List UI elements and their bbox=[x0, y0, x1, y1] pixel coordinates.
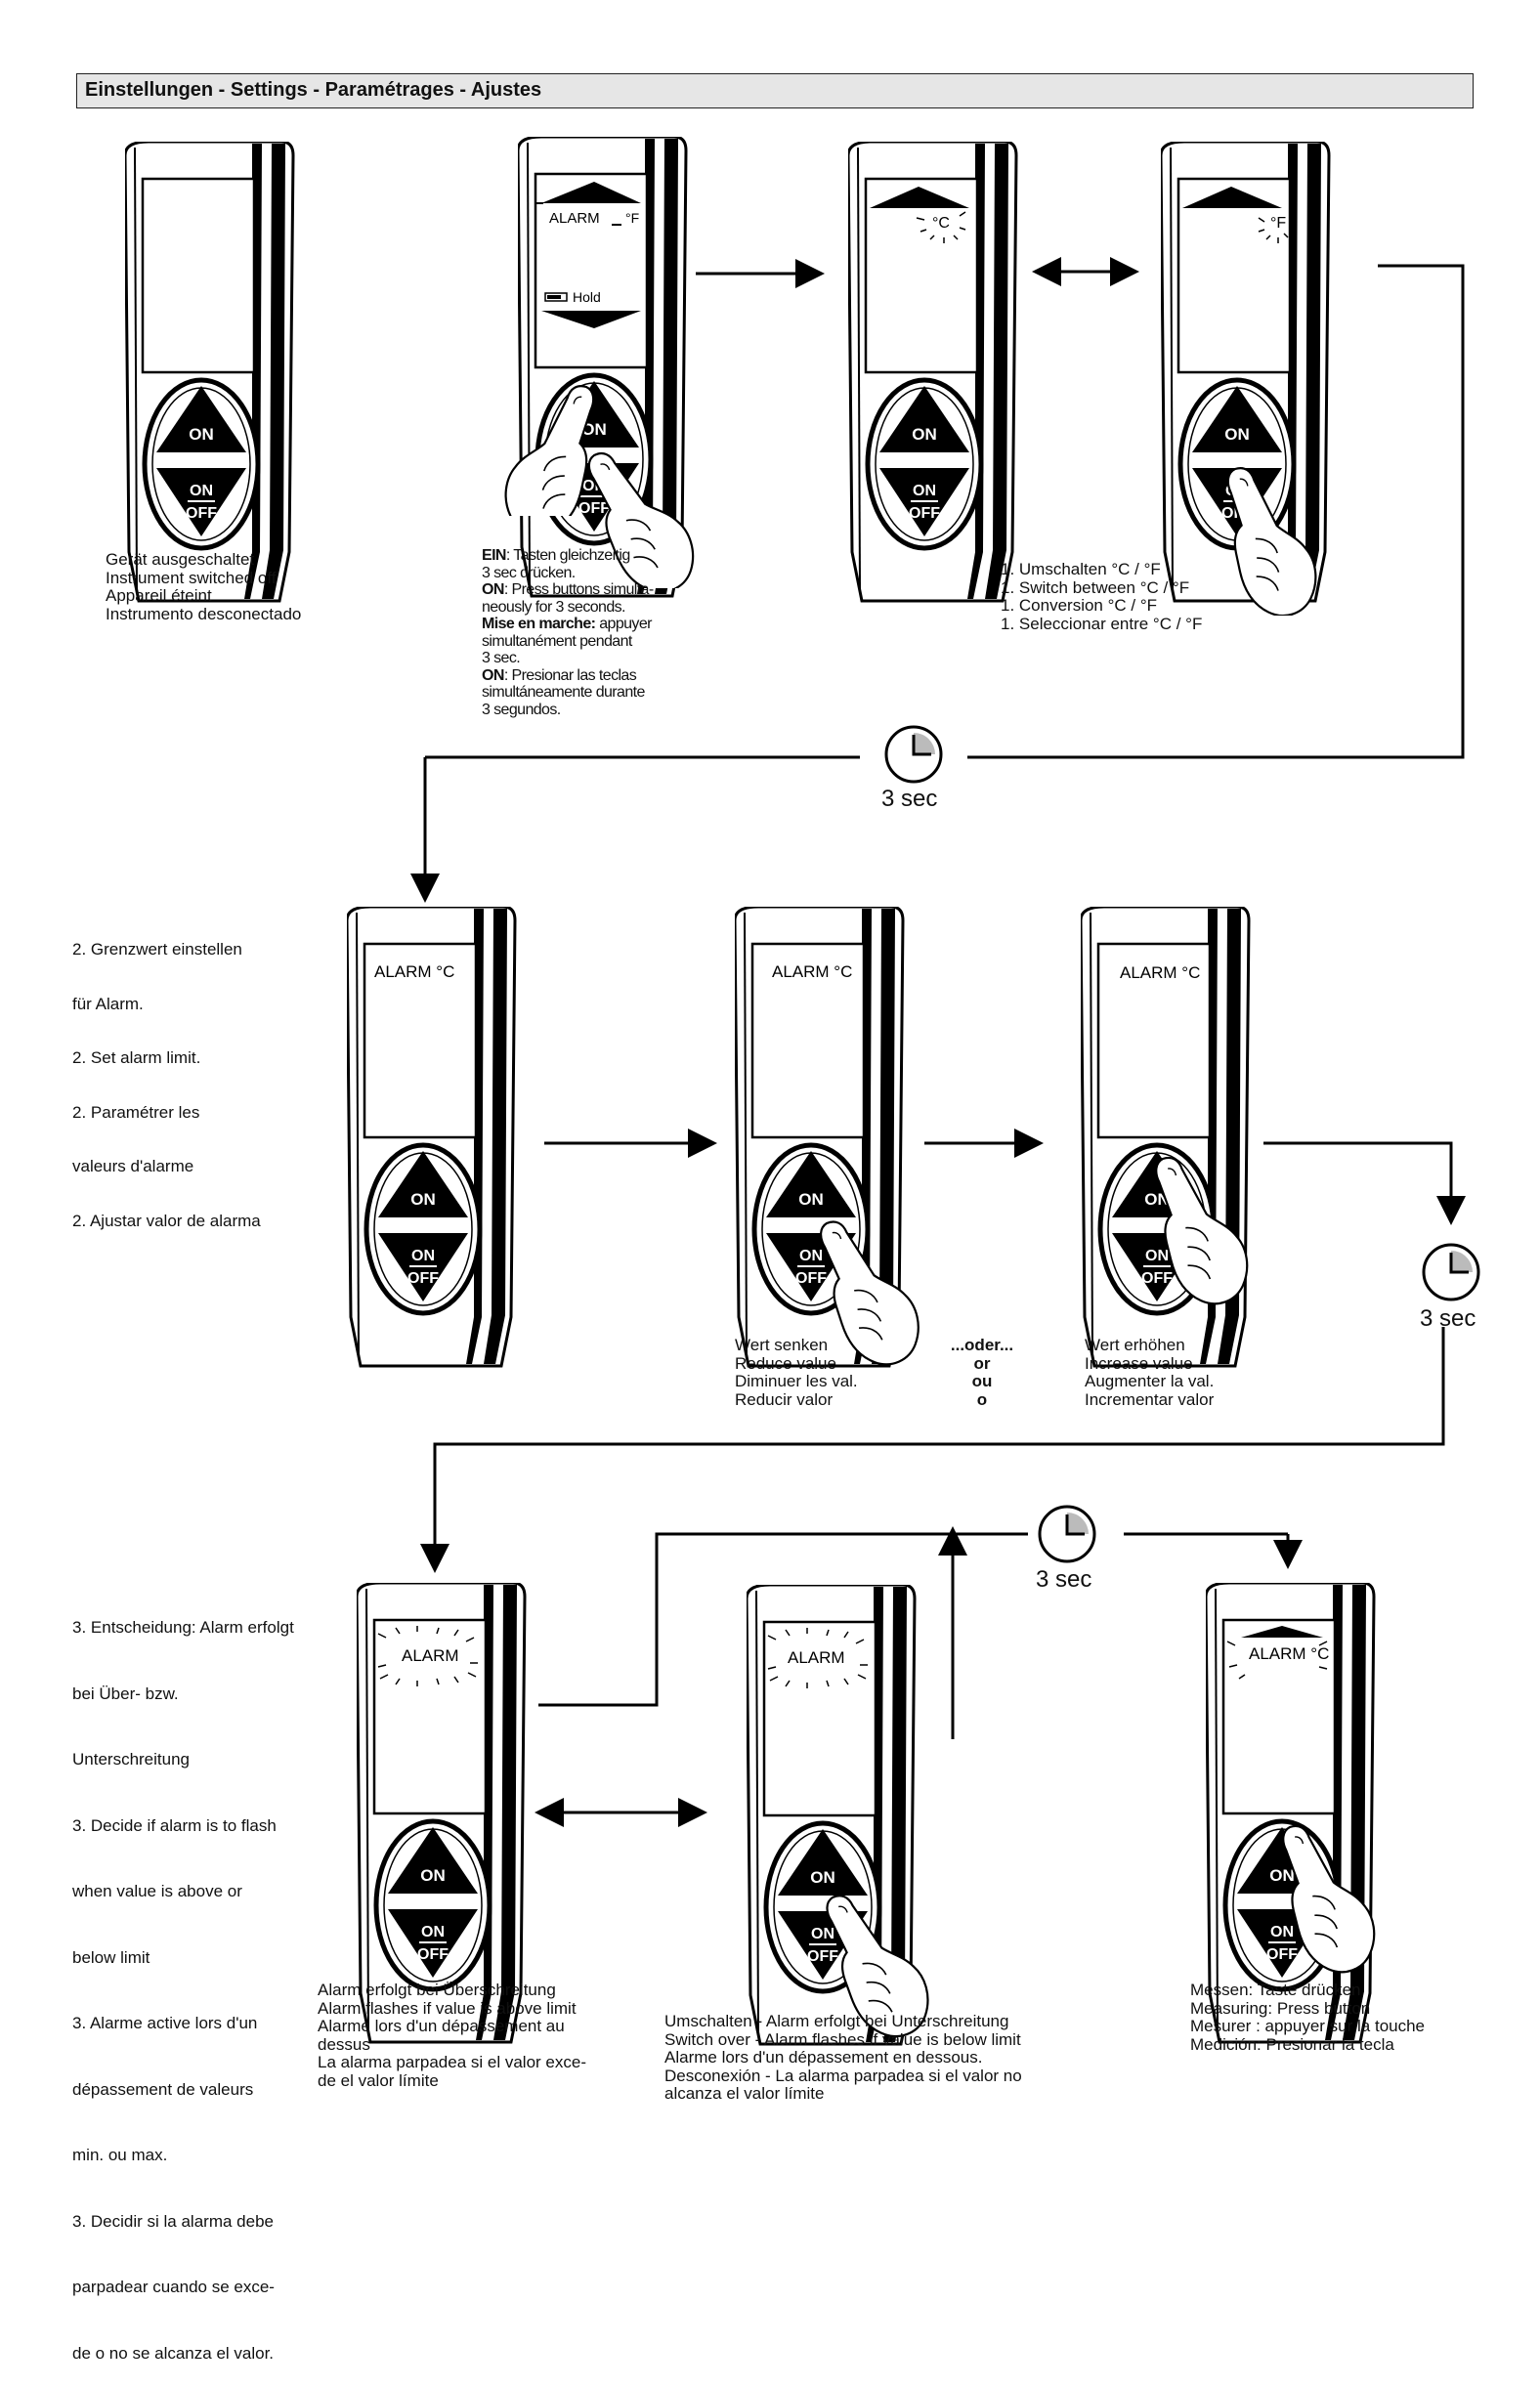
onoff-button-bottom[interactable]: OFF bbox=[186, 505, 217, 522]
device-alarm-limit: ALARM °C ON ON OFF bbox=[347, 907, 519, 1370]
timer-label: 3 sec bbox=[1036, 1566, 1092, 1593]
onoff-button-bottom[interactable]: OFF bbox=[807, 1948, 838, 1965]
caption-step2: 2. Grenzwert einstellen für Alarm. 2. Se… bbox=[72, 940, 261, 1230]
onoff-button-top[interactable]: ON bbox=[913, 483, 936, 499]
onoff-button-bottom[interactable]: OFF bbox=[417, 1946, 449, 1963]
onoff-button-bottom[interactable]: OFF bbox=[1141, 1270, 1173, 1287]
onoff-button-bottom[interactable]: OFF bbox=[795, 1270, 827, 1287]
lcd-alarm: ALARM bbox=[402, 1646, 459, 1665]
onoff-button-bottom[interactable]: OFF bbox=[407, 1270, 439, 1287]
device-alarm-above: ALARM ON ON OFF bbox=[357, 1583, 529, 2046]
onoff-button-top[interactable]: ON bbox=[811, 1926, 834, 1942]
onoff-button-top[interactable]: ON bbox=[411, 1248, 435, 1264]
device-celsius: °C ON ON OFF bbox=[848, 142, 1020, 605]
timer-label: 3 sec bbox=[881, 786, 938, 812]
device-reduce-value: ALARM °C ON ON OFF bbox=[735, 907, 907, 1370]
lcd-unit-f: °F bbox=[625, 210, 639, 226]
lcd-alarm-c: ALARM °C bbox=[1120, 963, 1200, 982]
caption-step3: 3. Entscheidung: Alarm erfolgt bei Über-… bbox=[72, 1618, 294, 2363]
section-header: Einstellungen - Settings - Paramétrages … bbox=[76, 73, 1474, 108]
clock-icon bbox=[884, 725, 943, 784]
caption-or: ...oder... or ou o bbox=[950, 1336, 1014, 1409]
lcd-alarm-c: ALARM °C bbox=[1249, 1644, 1329, 1663]
device-switched-off: ON ON OFF bbox=[125, 142, 297, 605]
caption-increase: Wert erhöhen Increase value Augmenter la… bbox=[1085, 1336, 1215, 1409]
hand-icon bbox=[1221, 463, 1347, 616]
lcd-alarm-c: ALARM °C bbox=[772, 962, 852, 981]
onoff-button-top[interactable]: ON bbox=[1145, 1248, 1169, 1264]
connector-row2-row3 bbox=[420, 1327, 1445, 1573]
flow-diagram bbox=[410, 257, 1480, 1827]
timer-label: 3 sec bbox=[1420, 1305, 1476, 1332]
caption-measuring: Messen: Taste drücken Measuring: Press b… bbox=[1190, 1981, 1426, 2054]
onoff-button-top[interactable]: ON bbox=[799, 1248, 823, 1264]
on-button[interactable]: ON bbox=[810, 1868, 835, 1887]
caption-switch-on: EIN: Tasten gleichzeitig 3 sec drücken. … bbox=[482, 547, 654, 718]
on-button[interactable]: ON bbox=[1269, 1866, 1295, 1885]
on-button[interactable]: ON bbox=[410, 1190, 436, 1209]
section-title: Einstellungen - Settings - Paramétrages … bbox=[85, 79, 542, 101]
on-button[interactable]: ON bbox=[912, 425, 937, 444]
on-button[interactable]: ON bbox=[581, 420, 607, 439]
onoff-button-bottom[interactable]: OFF bbox=[578, 500, 610, 517]
hand-icon bbox=[1280, 1821, 1402, 1976]
device-increase-value: ALARM °C ON ON OFF bbox=[1081, 907, 1253, 1370]
lcd-hold: Hold bbox=[573, 289, 601, 305]
clock-icon bbox=[1038, 1505, 1096, 1563]
lcd-alarm: ALARM bbox=[549, 210, 600, 227]
device-measuring: ALARM °C ON ON OFF bbox=[1206, 1583, 1378, 2046]
hand-icon bbox=[1153, 1153, 1275, 1307]
onoff-button-bottom[interactable]: OFF bbox=[1266, 1946, 1298, 1963]
onoff-button-bottom[interactable]: OFF bbox=[909, 505, 940, 522]
caption-alarm-above: Alarm erfolgt bei Überschreitung Alarm f… bbox=[318, 1981, 586, 2090]
onoff-button-top[interactable]: ON bbox=[1270, 1924, 1294, 1940]
onoff-button-top[interactable]: ON bbox=[421, 1924, 445, 1940]
on-button[interactable]: ON bbox=[420, 1866, 446, 1885]
caption-switched-off: Gerät ausgeschaltet Instrument switched … bbox=[106, 550, 302, 623]
on-button[interactable]: ON bbox=[189, 425, 214, 444]
device-switching-on: ALARM °F Hold ON ON OFF bbox=[518, 137, 690, 600]
lcd-alarm: ALARM bbox=[788, 1648, 845, 1667]
on-button[interactable]: ON bbox=[1224, 425, 1250, 444]
on-button[interactable]: ON bbox=[798, 1190, 824, 1209]
device-alarm-below: ALARM ON ON OFF bbox=[747, 1585, 919, 2048]
lcd-unit-c: °C bbox=[932, 215, 950, 232]
lcd-alarm-c: ALARM °C bbox=[374, 962, 454, 981]
caption-alarm-below: Umschalten - Alarm erfolgt bei Unterschr… bbox=[664, 2012, 1022, 2103]
lcd-unit-f: °F bbox=[1270, 215, 1286, 232]
clock-icon bbox=[1422, 1243, 1480, 1301]
onoff-button-top[interactable]: ON bbox=[190, 483, 213, 499]
connector-row1-row2 bbox=[967, 264, 1465, 759]
caption-step1: 1. Umschalten °C / °F 1. Switch between … bbox=[1001, 560, 1203, 633]
caption-reduce: Wert senken Reduce value Diminuer les va… bbox=[735, 1336, 858, 1409]
